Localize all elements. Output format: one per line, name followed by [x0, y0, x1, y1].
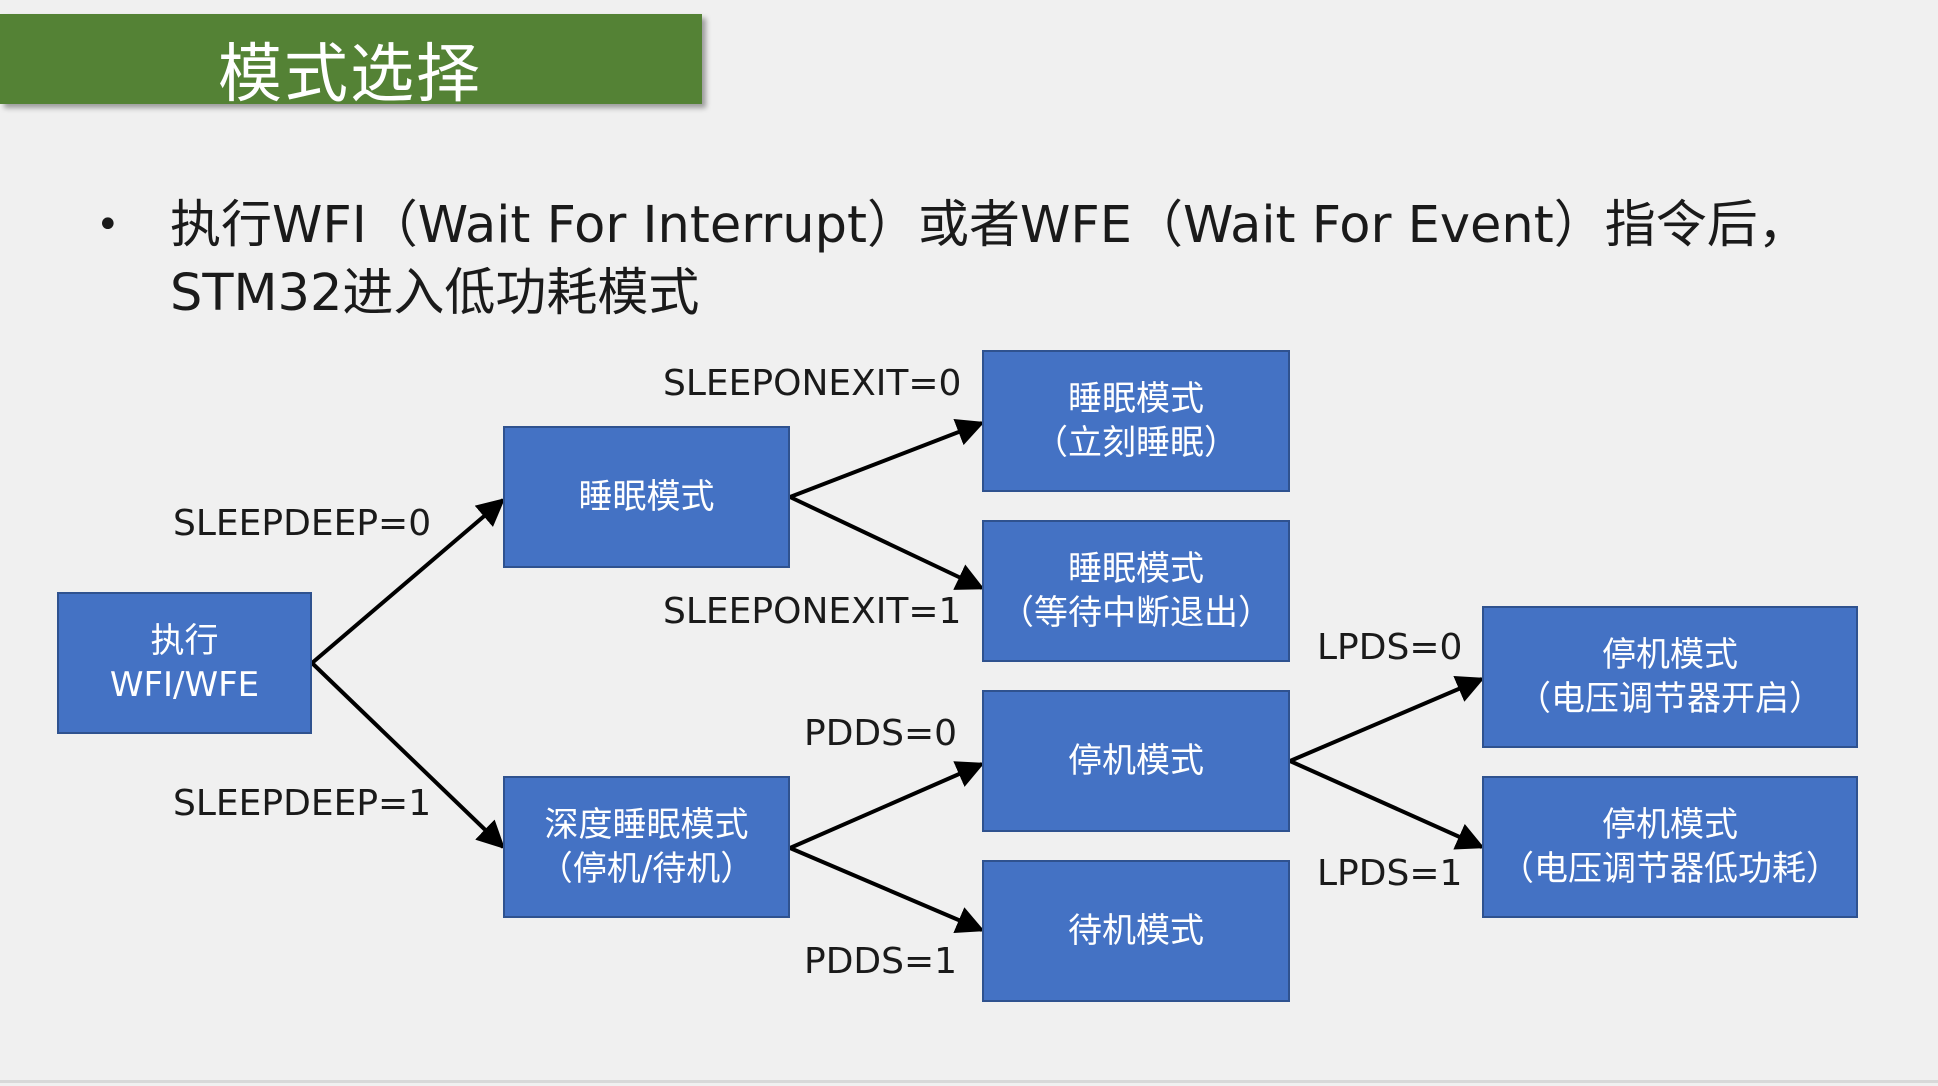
box-execute-wfi-wfe: 执行 WFI/WFE	[57, 592, 312, 734]
bullet-text-line1: 执行WFI（Wait For Interrupt）或者WFE（Wait For …	[170, 196, 1809, 255]
label-pdds-0: PDDS=0	[804, 713, 958, 754]
box-stop-regulator-low-power: 停机模式 （电压调节器低功耗）	[1482, 776, 1858, 918]
box-stop-mode: 停机模式	[982, 690, 1290, 832]
arrow-sleep-to-sleep-exit	[789, 495, 985, 590]
box-execute-line1: 执行	[150, 621, 219, 661]
slide-title: 模式选择	[218, 38, 482, 112]
box-deep-sleep-mode: 深度睡眠模式 （停机/待机）	[503, 776, 790, 918]
label-sleepdeep-0: SLEEPDEEP=0	[173, 503, 432, 544]
box-deep-line1: 深度睡眠模式	[544, 805, 749, 845]
box-stop-regulator-on: 停机模式 （电压调节器开启）	[1482, 606, 1858, 748]
box-standby-mode: 待机模式	[982, 860, 1290, 1002]
box-standby-line1: 待机模式	[1068, 911, 1204, 951]
box-sleep-now-line1: 睡眠模式	[1068, 379, 1204, 419]
box-sleep-now: 睡眠模式 （立刻睡眠）	[982, 350, 1290, 492]
arrow-deep-to-stop	[789, 761, 985, 850]
bottom-rule	[0, 1080, 1938, 1083]
box-deep-line2: （停机/待机）	[538, 849, 755, 889]
box-sleep-now-line2: （立刻睡眠）	[1034, 423, 1238, 463]
arrow-sleep-to-sleep-now	[789, 418, 985, 499]
box-stop-on-line2: （电压调节器开启）	[1517, 679, 1823, 719]
arrow-stop-to-stop-on	[1289, 676, 1485, 763]
box-stop-low-line2: （电压调节器低功耗）	[1500, 849, 1840, 889]
box-sleep-exit-line1: 睡眠模式	[1068, 549, 1204, 589]
arrow-stop-to-stop-low	[1289, 759, 1485, 850]
label-lpds-1: LPDS=1	[1317, 853, 1463, 894]
box-sleep-on-exit: 睡眠模式 （等待中断退出）	[982, 520, 1290, 662]
box-stop-line1: 停机模式	[1068, 741, 1204, 781]
box-sleep-exit-line2: （等待中断退出）	[1000, 593, 1272, 633]
label-lpds-0: LPDS=0	[1317, 627, 1463, 668]
label-pdds-1: PDDS=1	[804, 941, 958, 982]
box-sleep-line1: 睡眠模式	[578, 477, 715, 517]
box-execute-line2: WFI/WFE	[109, 665, 260, 705]
arrow-deep-to-standby	[789, 846, 985, 933]
label-sleeponexit-1: SLEEPONEXIT=1	[663, 591, 962, 632]
label-sleepdeep-1: SLEEPDEEP=1	[173, 783, 432, 824]
box-sleep-mode: 睡眠模式	[503, 426, 790, 568]
label-sleeponexit-0: SLEEPONEXIT=0	[663, 363, 962, 404]
bullet-dot: •	[96, 202, 120, 248]
bullet-text-line2: STM32进入低功耗模式	[170, 264, 700, 323]
title-banner: 模式选择	[0, 14, 702, 112]
box-stop-low-line1: 停机模式	[1602, 805, 1738, 845]
box-stop-on-line1: 停机模式	[1602, 635, 1738, 675]
